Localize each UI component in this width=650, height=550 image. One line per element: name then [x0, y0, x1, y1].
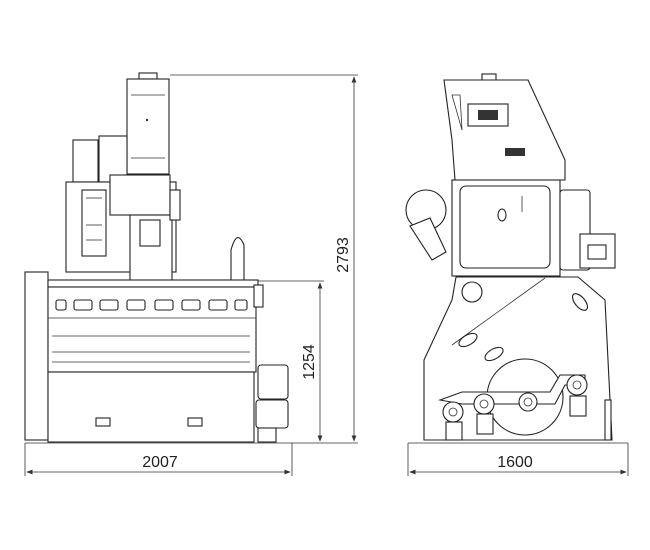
upper-column	[126, 78, 170, 175]
motor-upper	[257, 364, 289, 400]
side-pillar	[24, 271, 49, 441]
dimension-width: 2007	[24, 443, 293, 476]
total-height-label: 2793	[335, 237, 352, 273]
width-label: 2007	[142, 454, 178, 471]
dimension-base-height: 1254	[258, 280, 324, 442]
base-height-label: 1254	[301, 344, 318, 380]
dimension-total-height: 2793	[170, 74, 358, 444]
dimension-depth: 1600	[407, 443, 629, 476]
side-view	[405, 73, 616, 441]
depth-label: 1600	[497, 454, 533, 471]
motor-lower	[255, 399, 289, 429]
lower-body	[47, 371, 255, 443]
signal-lamp	[230, 237, 245, 281]
front-view	[24, 72, 289, 443]
